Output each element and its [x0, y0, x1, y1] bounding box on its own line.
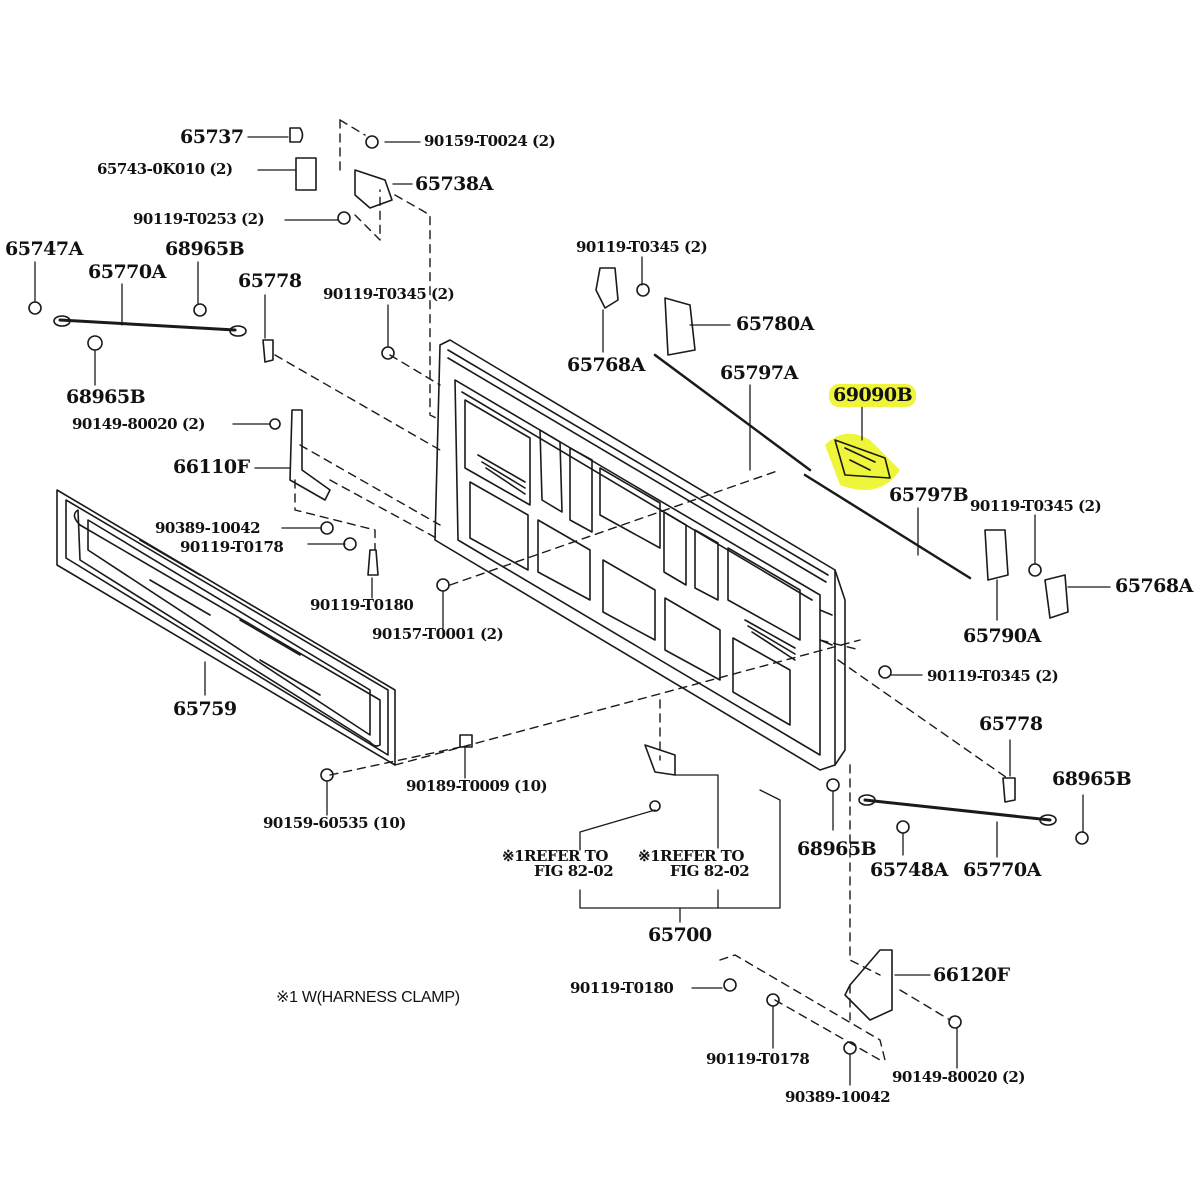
label-65768a-right: 65768A — [1115, 575, 1193, 597]
label-68965b-lower: 68965B — [797, 838, 877, 860]
label-90159-t0024: 90159-T0024 (2) — [424, 132, 556, 150]
label-65768a-center: 65768A — [567, 354, 645, 376]
label-65743-0k010: 65743-0K010 (2) — [97, 160, 233, 178]
label-65737: 65737 — [180, 126, 244, 148]
label-65778-right: 65778 — [979, 713, 1043, 735]
label-65700: 65700 — [648, 924, 712, 946]
rods — [54, 316, 1056, 825]
handle-69090b — [825, 433, 900, 490]
label-68965b-left: 68965B — [66, 386, 146, 408]
label-68965b-top: 68965B — [165, 238, 245, 260]
label-66120f: 66120F — [933, 964, 1010, 986]
label-90119-t0178-bottom: 90119-T0178 — [706, 1050, 810, 1068]
small-parts — [29, 128, 1088, 1054]
tailgate-panel — [435, 340, 845, 782]
refer-note-2: ※1REFER TO FIG 82-02 — [638, 847, 750, 880]
label-65747a: 65747A — [5, 238, 83, 260]
refer-note-mark: ※1 — [638, 847, 661, 865]
refer-note-line2: FIG 82-02 — [534, 862, 614, 880]
label-65748a: 65748A — [870, 859, 948, 881]
footnote-harness-clamp: ※1 W(HARNESS CLAMP) — [276, 989, 460, 1006]
refer-note-line2: FIG 82-02 — [670, 862, 750, 880]
label-90119-t0345-right: 90119-T0345 (2) — [970, 497, 1102, 515]
label-90189-t0009: 90189-T0009 (10) — [406, 777, 548, 795]
label-90157-t0001: 90157-T0001 (2) — [372, 625, 504, 643]
label-65780a: 65780A — [736, 313, 814, 335]
label-90119-t0345-top: 90119-T0345 (2) — [576, 238, 708, 256]
label-90119-t0178-left: 90119-T0178 — [180, 538, 284, 556]
label-90389-10042-left: 90389-10042 — [155, 519, 261, 537]
label-65797a: 65797A — [720, 362, 798, 384]
label-65770a-right: 65770A — [963, 859, 1041, 881]
label-66110f: 66110F — [173, 456, 250, 478]
label-65770a-left: 65770A — [88, 261, 166, 283]
leader-lines — [35, 137, 1110, 1085]
label-65759: 65759 — [173, 698, 237, 720]
refer-note-line1: REFER TO — [524, 847, 608, 865]
label-90119-t0180-left: 90119-T0180 — [310, 596, 414, 614]
label-90119-t0345-center: 90119-T0345 (2) — [323, 285, 455, 303]
label-68965b-right: 68965B — [1052, 768, 1132, 790]
label-65778-left: 65778 — [238, 270, 302, 292]
label-90119-t0180-bottom: 90119-T0180 — [570, 979, 674, 997]
label-90149-80020-bottom: 90149-80020 (2) — [892, 1068, 1025, 1086]
label-90149-80020-left: 90149-80020 (2) — [72, 415, 205, 433]
label-90159-60535: 90159-60535 (10) — [263, 814, 406, 832]
label-90119-t0345-lower-right: 90119-T0345 (2) — [927, 667, 1059, 685]
label-90119-t0253: 90119-T0253 (2) — [133, 210, 265, 228]
refer-note-line1: REFER TO — [660, 847, 744, 865]
refer-note-1: ※1REFER TO FIG 82-02 — [502, 847, 614, 880]
label-65790a: 65790A — [963, 625, 1041, 647]
label-65797b: 65797B — [889, 484, 969, 506]
label-90389-10042-bottom: 90389-10042 — [785, 1088, 891, 1106]
label-65738a: 65738A — [415, 173, 493, 195]
refer-note-mark: ※1 — [502, 847, 525, 865]
label-69090b-highlighted: 69090B — [829, 384, 917, 407]
